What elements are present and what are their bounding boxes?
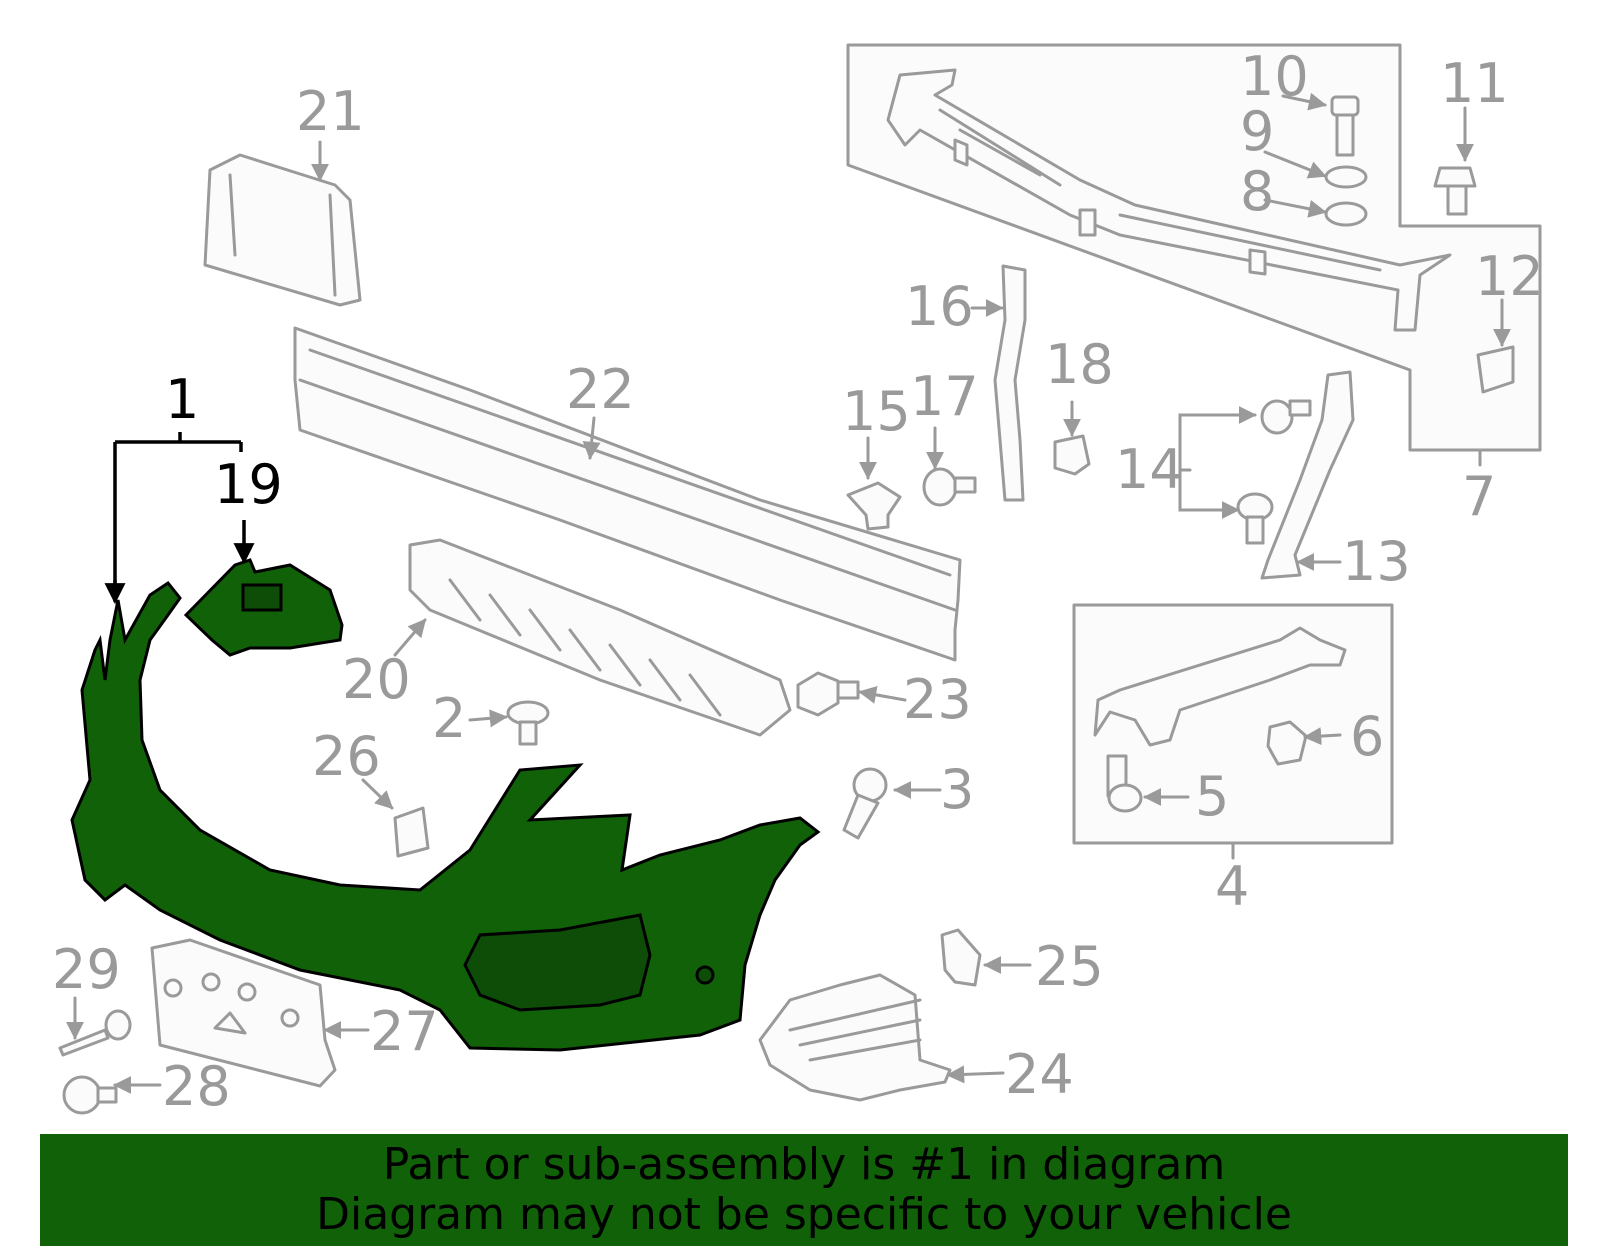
- bracket-16-part: [993, 264, 1027, 502]
- callout-8: 8: [1240, 160, 1274, 223]
- callout-25: 25: [1035, 935, 1104, 998]
- callout-4: 4: [1215, 855, 1249, 918]
- callout-15: 15: [842, 380, 911, 443]
- clip-12-part: [1476, 345, 1515, 394]
- washer-8-part: [1324, 201, 1368, 227]
- rivet-29-part: [58, 1009, 132, 1057]
- upper-tie-bar-part: [886, 68, 1452, 332]
- callout-1: 1: [165, 368, 199, 431]
- callout-26: 26: [312, 725, 381, 788]
- info-banner: Part or sub-assembly is #1 in diagram Di…: [40, 1134, 1568, 1246]
- bolt-14a-part: [1260, 399, 1312, 435]
- callout-17: 17: [910, 365, 979, 428]
- bolt-5-part: [1106, 754, 1143, 813]
- banner-line-1: Part or sub-assembly is #1 in diagram: [382, 1139, 1226, 1190]
- bumper-cover-1-part: [70, 580, 821, 1052]
- bolt-14b-part: [1236, 492, 1274, 545]
- push-pin-2-part: [506, 700, 550, 746]
- retainer-15-part: [846, 481, 902, 531]
- impact-bar-22-part: [293, 326, 962, 662]
- bracket-assembly-4-part: [1093, 626, 1347, 747]
- callout-3: 3: [940, 758, 974, 821]
- callout-12: 12: [1475, 245, 1544, 308]
- callout-13: 13: [1342, 530, 1411, 593]
- bracket-19-detail: [241, 583, 283, 612]
- callout-29: 29: [52, 938, 121, 1001]
- bracket-13-part: [1260, 370, 1355, 580]
- callout-5: 5: [1195, 765, 1229, 828]
- callout-11: 11: [1440, 52, 1509, 115]
- bolt-17-part: [922, 467, 977, 507]
- license-bracket-27-part: [150, 938, 337, 1088]
- callout-2: 2: [432, 687, 466, 750]
- callout-24: 24: [1005, 1043, 1074, 1106]
- bolt-10-part: [1330, 95, 1360, 157]
- callout-28: 28: [162, 1055, 231, 1118]
- banner-line-2: Diagram may not be specific to your vehi…: [316, 1189, 1292, 1240]
- callout-19: 19: [214, 453, 283, 516]
- callout-18: 18: [1045, 333, 1114, 396]
- bolt-23-part: [796, 671, 860, 717]
- callout-14: 14: [1115, 438, 1184, 501]
- callout-10: 10: [1240, 45, 1309, 108]
- callout-23: 23: [903, 668, 972, 731]
- absorber-20-part: [408, 538, 792, 737]
- callout-9: 9: [1240, 100, 1274, 163]
- bolt-11-part: [1433, 166, 1477, 216]
- module-21-part: [203, 153, 362, 307]
- nut-6-part: [1266, 720, 1308, 766]
- callout-20: 20: [342, 648, 411, 711]
- screw-28-part: [62, 1075, 118, 1115]
- leader-lines-selected: [104, 432, 255, 605]
- callout-7: 7: [1462, 465, 1496, 528]
- lower-grille-24-part: [758, 973, 952, 1102]
- callout-22: 22: [566, 358, 635, 421]
- leader-lines: [66, 92, 1511, 1094]
- clip-25-part: [940, 928, 982, 987]
- callout-6: 6: [1350, 705, 1384, 768]
- bolt-3-part: [842, 767, 888, 840]
- nut-18-part: [1053, 434, 1091, 476]
- callout-21: 21: [296, 80, 365, 143]
- callout-16: 16: [905, 275, 974, 338]
- clip-26-part: [393, 806, 430, 858]
- callout-27: 27: [370, 1000, 439, 1063]
- washer-9-part: [1324, 165, 1368, 189]
